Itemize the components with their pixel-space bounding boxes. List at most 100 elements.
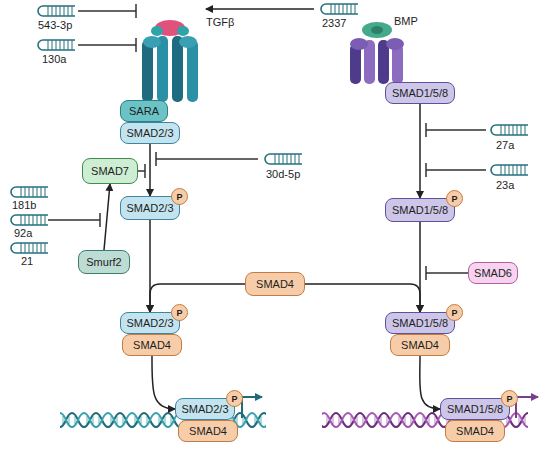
protein-box: SMAD1/5/8P [385,312,455,334]
protein-box: SMAD1/5/8 [385,82,455,104]
protein-label: SMAD4 [133,339,171,351]
mirna-hairpin [491,125,528,135]
mirna-hairpin [38,40,75,50]
protein-label: SMAD1/5/8 [447,403,503,415]
protein-label: SMAD1/5/8 [392,204,448,216]
receptor-head [350,38,368,50]
protein-box: SMAD2/3 [120,122,180,144]
activation-arrow [206,8,314,10]
phospho-label: P [451,307,457,319]
phospho-circle: P [171,188,188,205]
protein-box: SMAD2/3P [120,312,180,334]
protein-label: SMAD6 [474,267,512,279]
protein-box: SMAD2/3P [120,196,180,220]
signal-arrow [150,284,245,312]
protein-label: SMAD2/3 [126,202,173,214]
inhibition-line [78,38,136,52]
signal-arrow [420,356,440,409]
signal-arrow [149,144,151,196]
phospho-label: P [451,193,457,205]
phospho-circle: P [501,390,518,407]
protein-label: SMAD2/3 [181,403,228,415]
mirna-hairpin [321,4,358,14]
signal-arrow [152,356,175,409]
protein-box: SMAD6 [468,262,518,284]
phospho-label: P [506,393,512,405]
protein-box: SARA [120,100,168,122]
protein-box: Smurf2 [78,250,130,274]
inhibition-line [156,152,258,166]
inhibition-line [426,266,468,280]
mirna-label: 21 [21,255,33,267]
mirna-hairpin [265,154,302,164]
mirna-label: 2337 [322,17,346,29]
phospho-circle: P [446,304,463,321]
signal-arrow [419,222,421,312]
phospho-label: P [176,191,182,203]
phospho-label: P [231,393,237,405]
protein-box: SMAD4 [178,420,238,442]
phospho-circle: P [226,390,243,407]
ligand-label: TGFβ [206,16,234,28]
mirna-hairpin [11,187,48,197]
mirna-hairpin [38,6,75,16]
receptor-head [179,36,197,48]
inhibition-line [138,164,145,178]
receptor-chain [392,44,403,84]
receptor-chain [187,40,198,102]
receptor-chain [350,44,361,84]
protein-label: SMAD1/5/8 [392,87,448,99]
signal-arrow [419,104,421,198]
protein-label: SMAD4 [256,278,294,290]
protein-label: SMAD7 [91,165,129,177]
bmp-ligand [371,26,383,34]
signal-arrow [104,184,110,250]
protein-box: SMAD4 [445,420,505,442]
protein-label: Smurf2 [86,256,121,268]
tgfb-ligand [177,26,189,36]
inhibition-line [78,4,136,18]
tgfb-receptor [142,20,198,102]
transcription-arrow [516,397,538,418]
mirna-hairpin [11,243,48,253]
protein-label: SMAD2/3 [126,317,173,329]
mirna-label: 92a [14,227,32,239]
protein-box: SMAD4 [390,334,450,356]
protein-box: SMAD1/5/8P [385,198,455,222]
protein-label: SMAD1/5/8 [392,317,448,329]
protein-label: SMAD4 [456,425,494,437]
protein-label: SMAD4 [401,339,439,351]
inhibition-line [426,123,486,137]
protein-label: SMAD2/3 [126,127,173,139]
protein-box: SMAD7 [82,158,138,184]
protein-box: SMAD4 [122,334,182,356]
bmp-receptor [350,22,404,84]
receptor-head [143,36,161,48]
mirna-label: 27a [496,139,514,151]
mirna-hairpin [11,215,48,225]
tgfb-ligand [151,26,163,36]
protein-label: SARA [129,105,159,117]
mirna-label: 23a [496,179,514,191]
protein-label: SMAD4 [189,425,227,437]
inhibition-line [426,163,486,177]
signal-arrow [305,284,420,312]
protein-box: SMAD1/5/8P [440,398,510,420]
bmp-ligand [362,22,392,38]
mirna-label: 543-3p [38,19,72,31]
inhibition-line [48,213,100,227]
ligand-label: BMP [394,15,418,27]
phospho-label: P [176,307,182,319]
protein-box: SMAD2/3P [175,398,235,420]
mirna-hairpin [491,165,528,175]
mirna-label: 30d-5p [266,168,300,180]
phospho-circle: P [171,304,188,321]
phospho-circle: P [446,190,463,207]
transcription-arrow [242,397,262,418]
receptor-head [386,38,404,50]
receptor-chain [142,40,153,102]
